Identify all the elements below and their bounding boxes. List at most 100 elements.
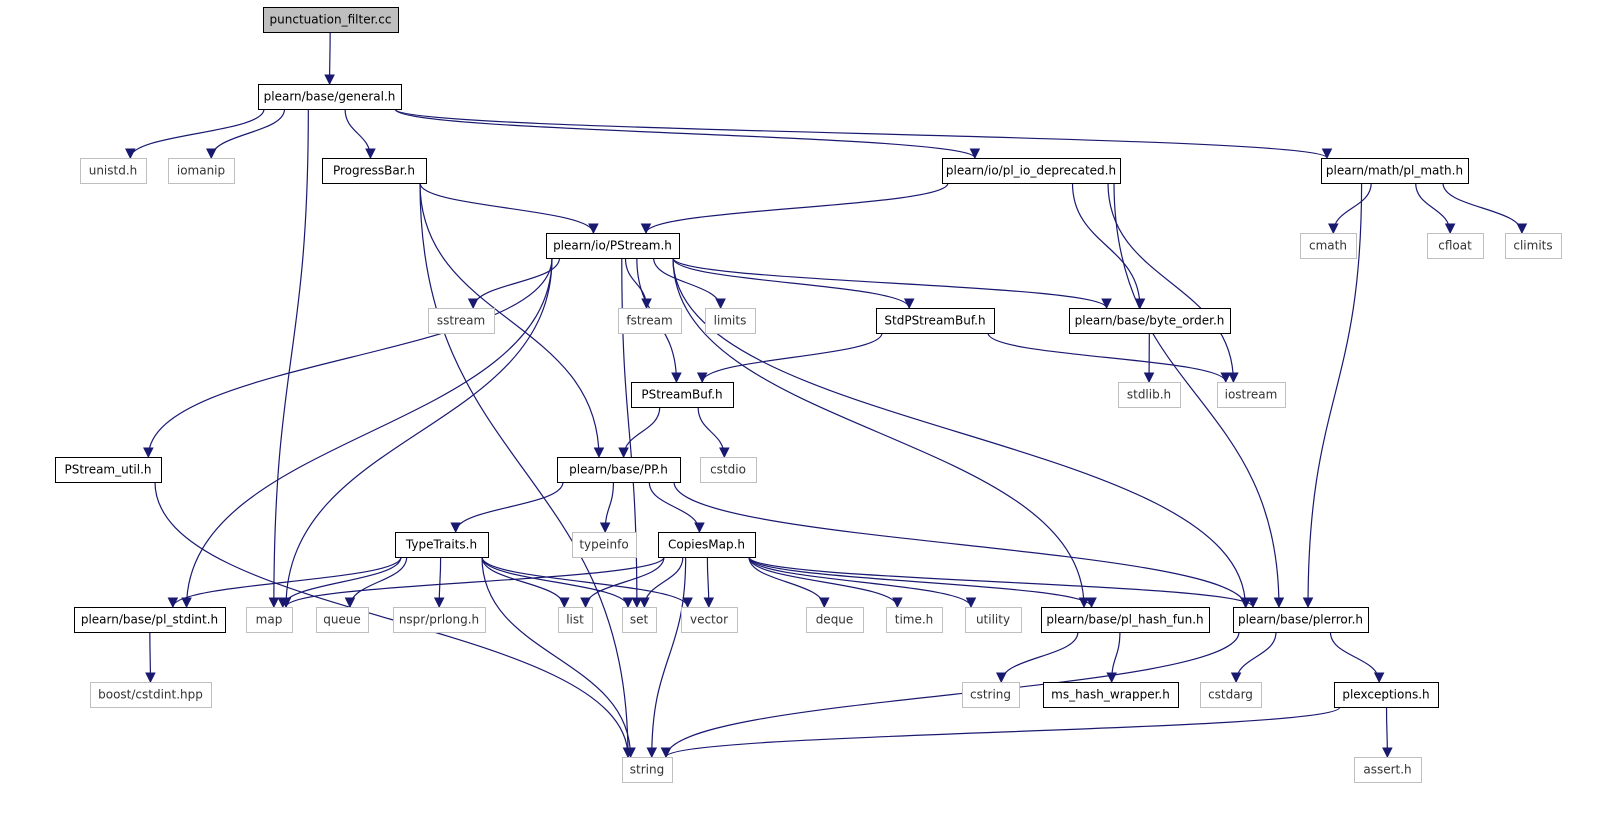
node-progressbar[interactable]: ProgressBar.h [323,159,427,184]
node-byte_order[interactable]: plearn/base/byte_order.h [1070,309,1231,334]
node-limits: limits [706,309,756,334]
node-label-pstreambuf: PStreamBuf.h [641,388,722,402]
node-label-pl_math: plearn/math/pl_math.h [1326,164,1463,178]
node-pstream_util[interactable]: PStream_util.h [56,458,162,483]
node-unistd: unistd.h [81,159,147,184]
nodes-layer: punctuation_filter.cc plearn/base/general… [56,8,1562,783]
edge-general-to-iomanip [211,109,284,158]
node-punctuation_filter[interactable]: punctuation_filter.cc [264,8,399,33]
node-label-pstream_util: PStream_util.h [64,463,151,477]
node-ms_hash_wrapper[interactable]: ms_hash_wrapper.h [1044,683,1179,708]
node-label-unistd: unistd.h [89,164,138,178]
node-iostream: iostream [1218,383,1286,408]
node-label-progressbar: ProgressBar.h [333,164,415,178]
edge-typetraits-to-queue [350,557,407,607]
node-label-pstream: plearn/io/PStream.h [553,239,672,253]
edge-pstream-to-pstream_util [148,258,552,457]
node-pl_io_deprecated[interactable]: plearn/io/pl_io_deprecated.h [943,159,1121,184]
node-label-general: plearn/base/general.h [264,90,396,104]
edge-stdpstreambuf-to-pstreambuf [702,333,882,382]
node-cfloat: cfloat [1428,234,1484,259]
edge-pstream-to-fstream [625,258,646,308]
node-utility: utility [966,608,1022,633]
edge-copiesmap-to-utility [749,557,971,607]
node-pl_hash_fun[interactable]: plearn/base/pl_hash_fun.h [1042,608,1210,633]
edge-pp-to-plerror [674,482,1246,607]
node-copiesmap[interactable]: CopiesMap.h [659,533,756,558]
node-assert: assert.h [1355,758,1422,783]
edge-copiesmap-to-pl_hash_fun [749,557,1092,607]
node-label-cfloat: cfloat [1438,239,1472,253]
node-label-cstdio: cstdio [710,463,746,477]
node-label-ms_hash_wrapper: ms_hash_wrapper.h [1051,688,1170,702]
edge-plexceptions-to-assert [1387,707,1388,757]
node-label-fstream: fstream [626,314,672,328]
node-pp[interactable]: plearn/base/PP.h [558,458,681,483]
edge-pl_hash_fun-to-cstring [1001,632,1078,682]
edge-typetraits-to-prlong [439,557,440,607]
node-stdpstreambuf[interactable]: StdPStreamBuf.h [877,309,995,334]
node-label-iomanip: iomanip [177,164,225,178]
node-label-string: string [630,763,664,777]
node-sstream: sstream [429,309,495,334]
node-pl_math[interactable]: plearn/math/pl_math.h [1322,159,1469,184]
node-label-list: list [566,613,584,627]
node-label-byte_order: plearn/base/byte_order.h [1075,314,1225,328]
edge-pl_math-to-climits [1443,183,1522,233]
node-prlong: nspr/prlong.h [394,608,486,633]
node-pl_stdint[interactable]: plearn/base/pl_stdint.h [75,608,226,633]
node-typeinfo: typeinfo [573,533,637,558]
edge-pp-to-typetraits [456,482,563,532]
edge-progressbar-to-pstream [420,183,593,233]
node-label-cstring: cstring [970,688,1011,702]
node-queue: queue [317,608,369,633]
node-label-cstdarg: cstdarg [1208,688,1253,702]
edge-punctuation_filter-to-general [330,32,331,84]
node-label-assert: assert.h [1363,763,1411,777]
node-label-typeinfo: typeinfo [579,538,628,552]
edge-pl_io_deprecated-to-pstream [646,183,948,233]
edge-pl_io_deprecated-to-iostream [1108,183,1233,382]
node-vector: vector [682,608,738,633]
node-label-sstream: sstream [437,314,485,328]
node-cmath: cmath [1301,234,1357,259]
node-label-prlong: nspr/prlong.h [399,613,479,627]
edges-layer [130,32,1522,757]
node-stdlib: stdlib.h [1119,383,1181,408]
node-typetraits[interactable]: TypeTraits.h [396,533,489,558]
node-cstring: cstring [963,683,1020,708]
node-label-climits: climits [1513,239,1552,253]
node-fstream: fstream [619,309,682,334]
node-iomanip: iomanip [169,159,235,184]
node-plexceptions[interactable]: plexceptions.h [1335,683,1439,708]
edge-plerror-to-plexceptions [1330,632,1379,682]
node-plerror[interactable]: plearn/base/plerror.h [1234,608,1369,633]
node-cstdint: boost/cstdint.hpp [91,683,212,708]
node-cstdio: cstdio [701,458,757,483]
edge-general-to-map [274,109,308,607]
node-label-plexceptions: plexceptions.h [1342,688,1429,702]
node-label-plerror: plearn/base/plerror.h [1238,613,1363,627]
edge-typetraits-to-set [482,557,628,607]
node-label-iostream: iostream [1225,388,1278,402]
edge-pp-to-copiesmap [649,482,699,532]
node-map: map [247,608,293,633]
node-pstreambuf[interactable]: PStreamBuf.h [632,383,734,408]
edge-pstreambuf-to-cstdio [698,407,724,457]
node-general[interactable]: plearn/base/general.h [259,85,402,110]
node-label-cmath: cmath [1309,239,1347,253]
node-label-limits: limits [714,314,747,328]
edge-plerror-to-cstdarg [1236,632,1276,682]
node-label-punctuation_filter: punctuation_filter.cc [270,13,392,27]
node-label-pp: plearn/base/PP.h [569,463,668,477]
node-pstream[interactable]: plearn/io/PStream.h [547,234,680,259]
node-label-pl_io_deprecated: plearn/io/pl_io_deprecated.h [946,164,1116,178]
edge-copiesmap-to-time [749,557,897,607]
node-label-time: time.h [895,613,934,627]
node-label-typetraits: TypeTraits.h [405,538,477,552]
edge-pstream-to-stdpstreambuf [673,258,909,308]
node-label-map: map [256,613,283,627]
node-label-stdpstreambuf: StdPStreamBuf.h [884,314,985,328]
